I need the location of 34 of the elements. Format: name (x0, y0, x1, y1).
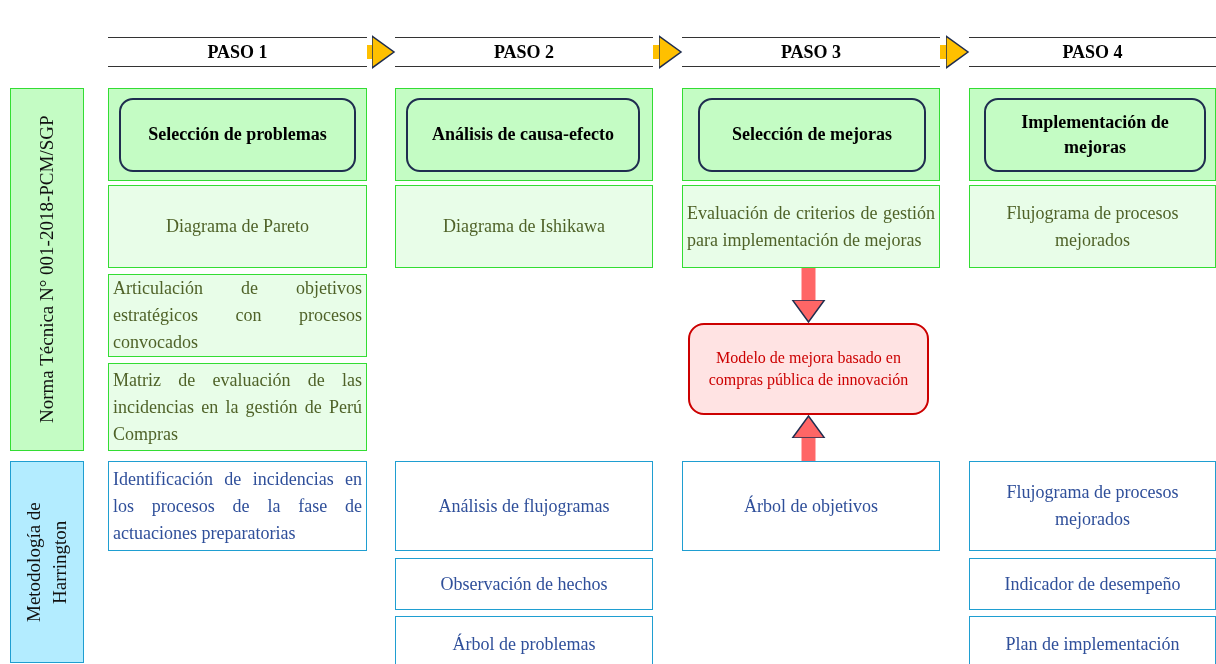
tool-box: Flujograma de procesos mejorados (969, 461, 1216, 551)
row-band: Metodología de Harrington (10, 461, 84, 663)
block-arrow (791, 415, 826, 461)
tool-box: Evaluación de criterios de gestión para implementación de mejoras (682, 185, 940, 268)
tool-box: Observación de hechos (395, 558, 653, 610)
tool-box: Matriz de evaluación de las incidencias en la gestión de Perú Compras (108, 363, 367, 451)
block-arrow (653, 35, 682, 69)
tool-box: Diagrama de Ishikawa (395, 185, 653, 268)
step-cell (969, 88, 1216, 181)
step-cell (395, 88, 653, 181)
tool-box: Árbol de objetivos (682, 461, 940, 551)
tool-box: Árbol de problemas (395, 616, 653, 664)
step-header: PASO 4 (969, 37, 1216, 67)
step-title-box: Implementación de mejoras (984, 98, 1206, 172)
row-band: Norma Técnica N° 001-2018-PCM/SGP (10, 88, 84, 451)
step-cell (682, 88, 940, 181)
step-header: PASO 2 (395, 37, 653, 67)
block-arrow (791, 268, 826, 323)
block-arrow (367, 35, 395, 69)
tool-box: Identificación de incidencias en los procesos de la fase de actuaciones preparatorias (108, 461, 367, 551)
model-box: Modelo de mejora basado en compras pública de innovación (688, 323, 929, 415)
step-header: PASO 1 (108, 37, 367, 67)
tool-box: Diagrama de Pareto (108, 185, 367, 268)
tool-box: Indicador de desempeño (969, 558, 1216, 610)
step-header: PASO 3 (682, 37, 940, 67)
step-title-box: Análisis de causa-efecto (406, 98, 640, 172)
tool-box: Análisis de flujogramas (395, 461, 653, 551)
step-cell (108, 88, 367, 181)
step-title-box: Selección de mejoras (698, 98, 926, 172)
tool-box: Articulación de objetivos estratégicos con procesos convocados (108, 274, 367, 357)
tool-box: Flujograma de procesos mejorados (969, 185, 1216, 268)
tool-box: Plan de implementación (969, 616, 1216, 664)
step-title-box: Selección de problemas (119, 98, 356, 172)
block-arrow (940, 35, 969, 69)
